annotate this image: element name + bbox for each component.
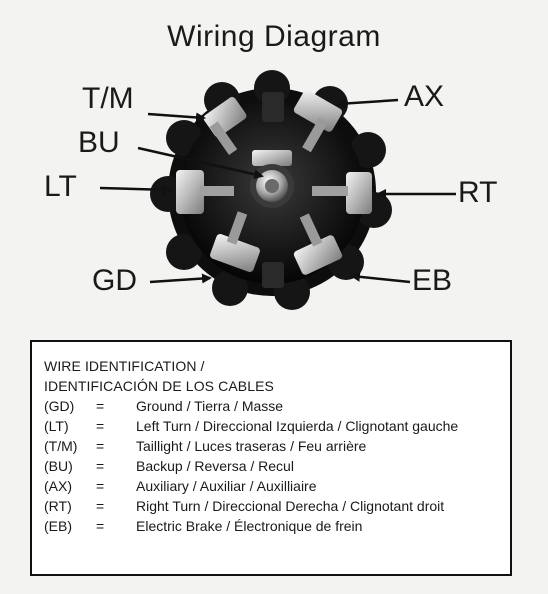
legend-equals: = [96, 438, 105, 454]
terminal-bu [250, 150, 294, 208]
legend-code: (LT) [44, 418, 69, 434]
arrow-tm [147, 112, 206, 123]
legend-description: Right Turn / Direccional Derecha / Clign… [136, 498, 445, 514]
terminal-eb [293, 213, 343, 275]
legend-equals: = [96, 498, 105, 514]
terminal-rt [312, 172, 372, 214]
legend-heading-line1: WIRE IDENTIFICATION / [44, 358, 205, 374]
legend-equals: = [96, 518, 105, 534]
legend-equals: = [96, 398, 105, 414]
diagram-title: Wiring Diagram [167, 20, 381, 53]
legend-description: Backup / Reversa / Recul [136, 458, 294, 474]
legend-description: Taillight / Luces traseras / Feu arrière [136, 438, 367, 454]
legend-code: (BU) [44, 458, 73, 474]
legend-description: Electric Brake / Électronique de frein [136, 518, 363, 534]
label-eb: EB [412, 264, 453, 297]
legend-row-bu: (BU) = Backup / Reversa / Recul [44, 456, 498, 476]
legend-description: Left Turn / Direccional Izquierda / Clig… [136, 418, 459, 434]
legend-heading-line2: IDENTIFICACIÓN DE LOS CABLES [44, 378, 274, 394]
legend-equals: = [96, 458, 105, 474]
label-bu: BU [78, 126, 120, 159]
label-gd: GD [92, 264, 137, 297]
wire-identification-legend: WIRE IDENTIFICATION / IDENTIFICACIÓN DE … [30, 340, 512, 576]
arrow-bu [137, 146, 264, 180]
legend-row-rt: (RT) = Right Turn / Direccional Derecha … [44, 496, 498, 516]
legend-description: Ground / Tierra / Masse [136, 398, 284, 414]
leader-arrows [99, 98, 456, 284]
arrow-eb [350, 271, 411, 284]
terminal-ax [293, 90, 343, 153]
arrow-ax [336, 98, 399, 109]
legend-row-gd: (GD) = Ground / Tierra / Masse [44, 396, 498, 416]
legend-code: (RT) [44, 498, 72, 514]
legend-row-tm: (T/M) = Taillight / Luces traseras / Feu… [44, 436, 498, 456]
legend-code: (AX) [44, 478, 72, 494]
legend-equals: = [96, 418, 105, 434]
terminal-tm [203, 97, 247, 155]
arrow-gd [149, 273, 212, 284]
label-rt: RT [458, 176, 498, 209]
legend-row-eb: (EB) = Electric Brake / Électronique de … [44, 516, 498, 536]
terminal-gd [210, 211, 260, 272]
terminal-bottom [262, 262, 284, 288]
terminal-top [262, 92, 284, 122]
legend-row-ax: (AX) = Auxiliary / Auxiliar / Auxilliair… [44, 476, 498, 496]
legend-code: (T/M) [44, 438, 78, 454]
terminal-lt [176, 170, 234, 214]
label-tm: T/M [82, 82, 134, 115]
legend-equals: = [96, 478, 105, 494]
label-ax: AX [404, 80, 445, 113]
label-lt: LT [44, 170, 77, 203]
legend-code: (EB) [44, 518, 72, 534]
arrow-lt [99, 184, 172, 195]
legend-description: Auxiliary / Auxiliar / Auxilliaire [136, 478, 317, 494]
connector-illustration [99, 70, 456, 310]
legend-code: (GD) [44, 398, 75, 414]
legend-row-lt: (LT) = Left Turn / Direccional Izquierda… [44, 416, 498, 436]
